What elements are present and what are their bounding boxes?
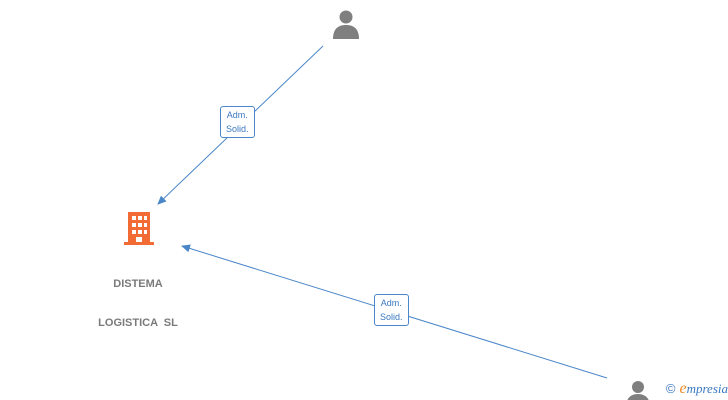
brand-name: mpresia [686,381,728,396]
company-name[interactable]: DISTEMA LOGISTICA SL [88,252,188,343]
brand-initial: e [679,380,687,397]
edge-label-line2: Solid. [226,124,249,134]
edge-label-line1: Adm. [226,110,248,120]
watermark: ©empresia [666,380,728,398]
company-name-line2: LOGISTICA SL [98,317,178,329]
edge-label-2[interactable]: Adm. Solid. [374,294,409,326]
copyright-symbol: © [665,381,676,396]
person-icon[interactable] [626,381,650,400]
company-name-line1: DISTEMA [113,278,163,290]
person-icon[interactable] [333,10,359,40]
building-icon[interactable] [124,212,154,245]
edge-label-line2: Solid. [380,312,403,322]
edge-label-1[interactable]: Adm. Solid. [220,106,255,138]
edge-label-line1: Adm. [380,298,402,308]
